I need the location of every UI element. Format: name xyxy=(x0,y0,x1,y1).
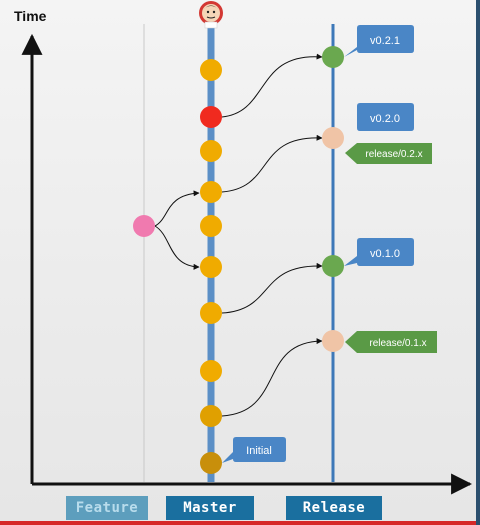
merge-arrow-to-v01x xyxy=(221,338,323,417)
master-commit xyxy=(200,405,222,427)
tag-label: v0.2.0 xyxy=(370,113,400,125)
tag-callout-v010: v0.1.0 xyxy=(344,238,414,266)
time-axis-title: Time xyxy=(14,8,47,24)
feature-branch-out xyxy=(154,190,200,227)
master-commit xyxy=(200,360,222,382)
branch-callout-release-02x: release/0.2.x xyxy=(345,143,432,164)
release-branch-commit xyxy=(322,330,344,352)
master-commit xyxy=(200,302,222,324)
master-commit xyxy=(200,215,222,237)
master-column-label: Master xyxy=(166,496,254,520)
tag-label: Initial xyxy=(246,445,272,457)
merge-arrow-to-v020 xyxy=(221,134,323,193)
master-commit-initial xyxy=(200,452,222,474)
release-tag-commit xyxy=(322,46,344,68)
master-commit xyxy=(200,181,222,203)
bottom-accent-bar xyxy=(0,521,480,525)
master-commit xyxy=(200,140,222,162)
master-commit xyxy=(200,256,222,278)
merge-arrow-to-v021 xyxy=(221,53,323,118)
feature-column-label: Feature xyxy=(66,496,148,520)
feature-merge-in xyxy=(154,225,200,270)
master-commit-highlight xyxy=(200,106,222,128)
tag-callout-v021: v0.2.1 xyxy=(344,25,414,57)
jenkins-logo-icon xyxy=(199,1,223,29)
merge-arrow-to-v010 xyxy=(221,262,323,314)
right-edge-strip xyxy=(476,0,480,525)
release-branch-commit xyxy=(322,127,344,149)
tag-label: v0.2.1 xyxy=(370,35,400,47)
branch-label: release/0.1.x xyxy=(369,338,426,349)
release-column-label: Release xyxy=(286,496,382,520)
tag-callout-initial: Initial xyxy=(222,437,286,463)
tag-label: v0.1.0 xyxy=(370,248,400,260)
master-commit xyxy=(200,59,222,81)
feature-commit xyxy=(133,215,155,237)
branch-label: release/0.2.x xyxy=(365,149,422,160)
tag-callout-v020: v0.2.0 xyxy=(344,103,414,138)
release-tag-commit xyxy=(322,255,344,277)
branch-callout-release-01x: release/0.1.x xyxy=(345,331,437,353)
